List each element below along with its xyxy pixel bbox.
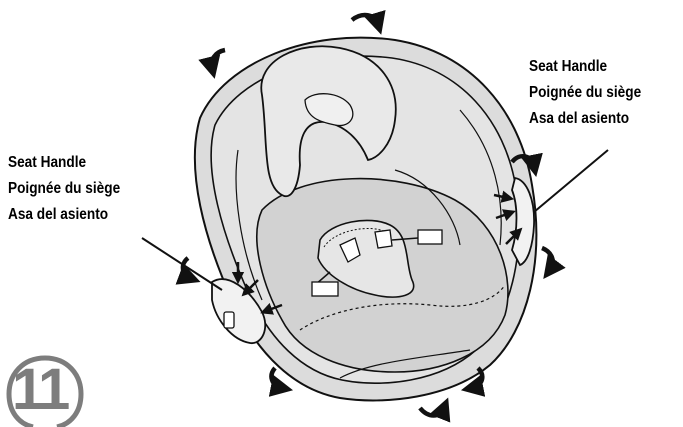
label-spanish: Asa del asiento: [8, 202, 120, 228]
label-french: Poignée du siège: [529, 80, 641, 106]
rotate-arrow-icon: [542, 248, 553, 270]
buckle-left: [312, 282, 338, 296]
leader-line-right: [534, 150, 608, 212]
rotate-arrow-icon: [352, 15, 378, 24]
left-seat-handle-label: Seat Handle Poignée du siège Asa del asi…: [8, 150, 120, 228]
label-english: Seat Handle: [8, 150, 120, 176]
harness-clip-right: [375, 230, 392, 248]
seat-handle-left-button: [224, 312, 234, 328]
label-english: Seat Handle: [529, 54, 641, 80]
buckle-right: [418, 230, 442, 244]
label-spanish: Asa del asiento: [529, 106, 641, 132]
right-seat-handle-label: Seat Handle Poignée du siège Asa del asi…: [529, 54, 641, 132]
step-number: 11: [12, 355, 67, 425]
rotate-arrow-icon: [420, 408, 444, 416]
label-french: Poignée du siège: [8, 176, 120, 202]
rotate-arrow-icon: [212, 50, 225, 68]
rotate-arrow-icon: [271, 368, 282, 388]
